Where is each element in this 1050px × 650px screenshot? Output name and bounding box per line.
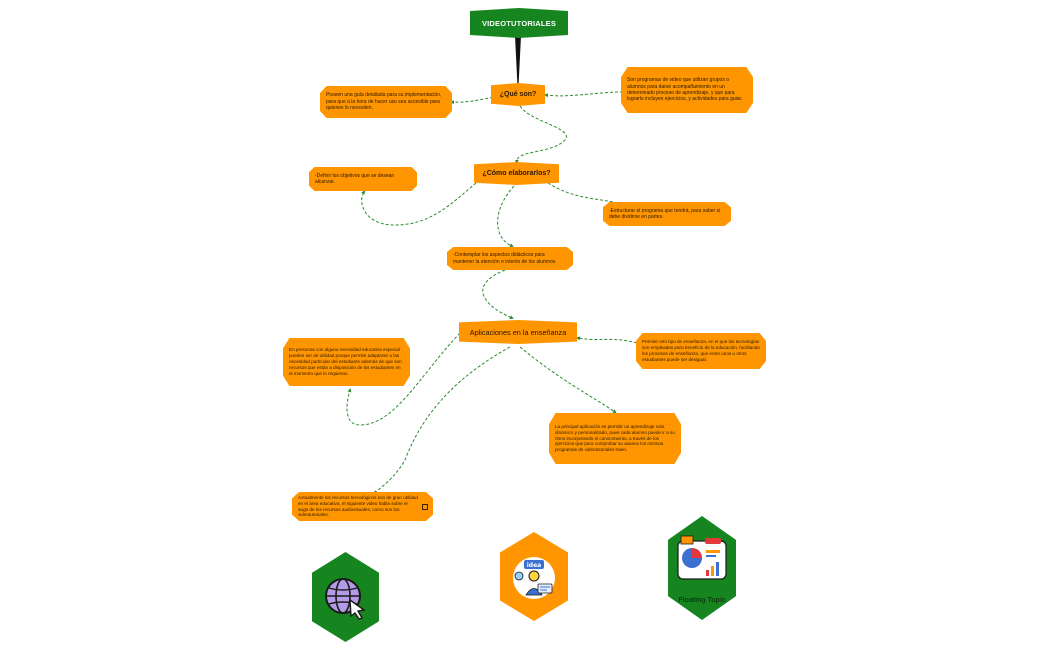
topic-shape [491, 83, 545, 106]
detail-necesidad[interactable]: En personas con alguna necesidad educati… [283, 338, 410, 386]
detail-label: -Contemplar los aspectos didácticos para… [453, 252, 557, 265]
detail-objetivos[interactable]: -Definir los objetivos que se desean alc… [309, 167, 417, 191]
detail-estructurar[interactable]: -Estructurar el programa que tendrá, par… [603, 202, 731, 226]
topic-como-elaborarlos[interactable]: ¿Cómo elaborarlos? [474, 162, 559, 185]
detail-label: La principal aplicación es permitir un a… [555, 423, 675, 453]
topic-aplicaciones[interactable]: Aplicaciones en la enseñanza [459, 320, 577, 344]
root-stem [515, 36, 521, 86]
root-topic[interactable]: VIDEOTUTORIALES [470, 8, 568, 38]
detail-label: Poseen una guía detallada para su implem… [326, 92, 442, 112]
detail-shape [292, 492, 433, 521]
link-que-son-como [514, 105, 567, 164]
topic-shape [459, 320, 577, 344]
detail-shape [636, 333, 766, 369]
detail-shape [603, 202, 731, 226]
detail-guia[interactable]: Poseen una guía detallada para su implem… [320, 86, 452, 118]
detail-actualmente[interactable]: Actualmente los recursos tecnológicos so… [292, 492, 433, 521]
link-programas-que-son [544, 91, 624, 98]
detail-programas[interactable]: Son programas de video que utilizan grup… [621, 67, 753, 113]
topic-label: ¿Cómo elaborarlos? [482, 170, 551, 177]
floating-topic-dashboard[interactable]: Floating Topic [668, 516, 736, 620]
detail-label: Son programas de video que utilizan grup… [627, 77, 743, 103]
floating-idea[interactable]: idea [500, 532, 568, 621]
detail-shape [283, 338, 410, 386]
link-contemplar-aplicaciones [482, 269, 514, 320]
link-como-estructurar [547, 182, 624, 206]
root-label: VIDEOTUTORIALES [481, 18, 557, 28]
dashboard-chart-icon [677, 535, 727, 580]
detail-label: Actualmente los recursos tecnológicos so… [298, 494, 418, 518]
idea-person-icon: idea [513, 556, 555, 599]
detail-permite[interactable]: Permite otro tipo de enseñanza, en el qu… [636, 333, 766, 369]
topic-label: ¿Qué son? [499, 91, 537, 98]
external-link-icon[interactable] [422, 504, 428, 510]
topic-label: Aplicaciones en la enseñanza [469, 327, 567, 337]
detail-label: En personas con alguna necesidad educati… [289, 347, 402, 376]
detail-principal[interactable]: La principal aplicación es permitir un a… [549, 413, 681, 464]
link-como-contemplar [497, 185, 515, 248]
detail-label: -Estructurar el programa que tendrá, par… [609, 207, 721, 220]
link-aplicaciones-principal [519, 346, 617, 414]
detail-contemplar[interactable]: -Contemplar los aspectos didácticos para… [447, 247, 573, 270]
floating-topic-label: Floating Topic [678, 597, 726, 604]
topic-que-son[interactable]: ¿Qué son? [491, 83, 545, 106]
detail-shape [309, 167, 417, 191]
link-permite-aplicaciones [576, 336, 638, 344]
detail-label: -Definir los objetivos que se desean alc… [315, 172, 395, 185]
detail-label: Permite otro tipo de enseñanza, en el qu… [642, 339, 760, 362]
detail-shape [549, 413, 681, 464]
root-shape [470, 8, 568, 38]
topic-shape [474, 162, 559, 185]
detail-shape [320, 86, 452, 118]
globe-cursor-icon [324, 578, 366, 620]
detail-shape [447, 247, 573, 270]
svg-text:idea: idea [527, 562, 541, 569]
detail-shape [621, 67, 753, 113]
floating-globe[interactable] [312, 552, 379, 642]
